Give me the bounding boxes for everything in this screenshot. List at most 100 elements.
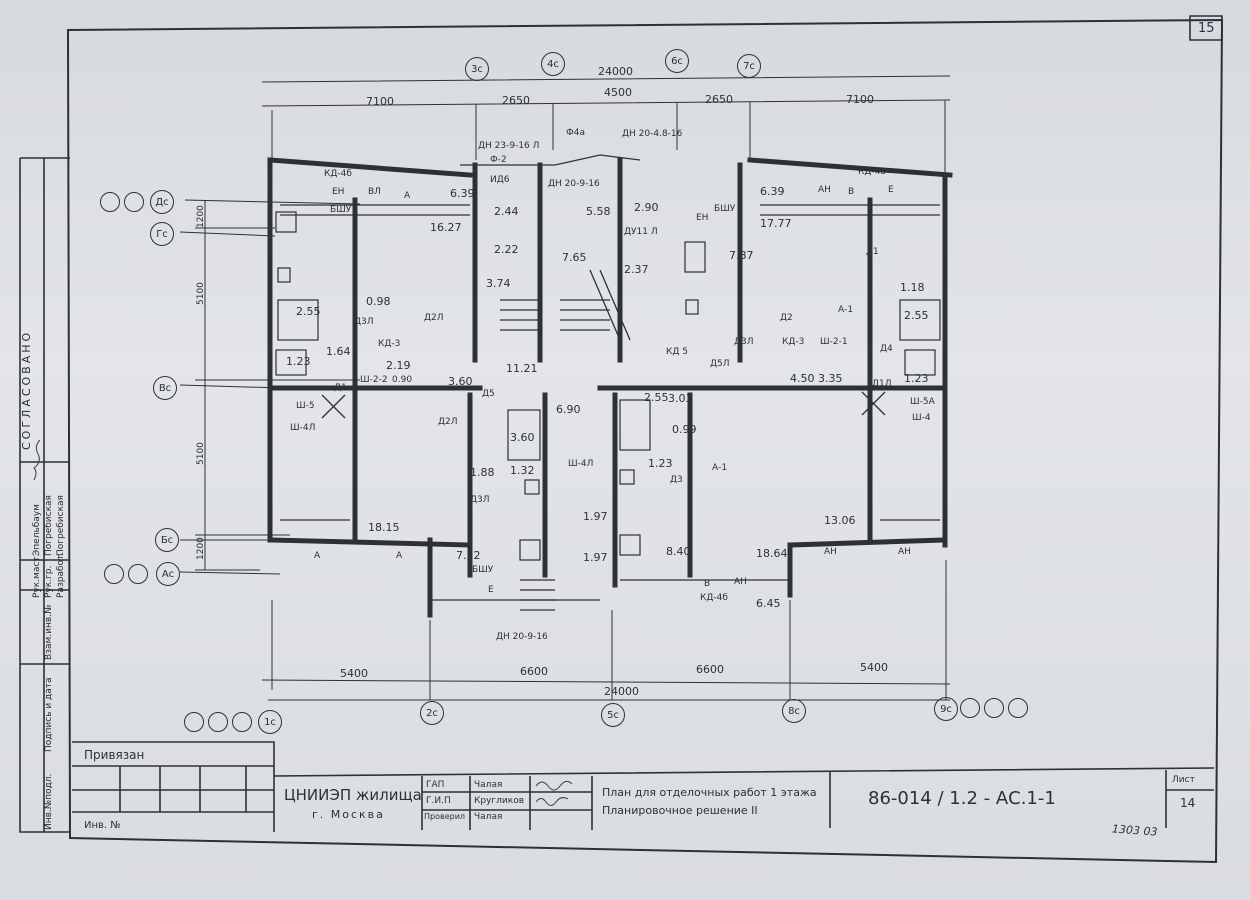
axis-top-4: 7с <box>737 54 761 78</box>
room-area: 3.35 <box>818 372 843 385</box>
plan-code: Д3 <box>670 475 683 485</box>
plan-code: Ш-5А <box>910 397 935 407</box>
plan-code: ЕН <box>332 187 345 197</box>
axis-ring <box>1008 698 1028 718</box>
room-area: 8.40 <box>666 545 691 558</box>
plan-code: ДН 20-9-16 <box>496 632 548 642</box>
dim-top-2: 2650 <box>502 94 530 107</box>
sheet-number: 14 <box>1180 796 1196 810</box>
room-area: 18.15 <box>368 521 400 534</box>
plan-code: 0.90 <box>392 375 413 385</box>
room-area: 1.18 <box>900 281 925 294</box>
room-area: 13.06 <box>824 514 856 527</box>
room-area: 2.90 <box>634 201 659 214</box>
room-area: 1.97 <box>583 551 608 564</box>
plan-code: Д4 <box>880 344 893 354</box>
axis-top-1: 3с <box>465 57 489 81</box>
room-area: 6.39 <box>760 185 785 198</box>
room-area: 6.45 <box>756 597 781 610</box>
axis-bottom-2: 2с <box>420 701 444 725</box>
room-area: 1.23 <box>286 355 311 368</box>
plan-code: КД-4б <box>324 169 352 179</box>
axis-bottom-3: 5с <box>601 703 625 727</box>
plan-code: Д5Л <box>710 359 730 369</box>
drawing-code: 86-014 / 1.2 - АС.1-1 <box>868 788 1056 809</box>
room-area: 1.88 <box>470 466 495 479</box>
plan-code: Ш-4Л <box>568 459 594 469</box>
plan-code: Д3Л <box>354 317 374 327</box>
axis-ring <box>960 698 980 718</box>
axis-bottom-1: 1с <box>258 710 282 734</box>
plan-code: Д1 <box>334 383 347 393</box>
plan-code: КД 5 <box>666 347 689 357</box>
axis-bottom-4: 8с <box>782 699 806 723</box>
axis-ring <box>100 192 120 212</box>
axis-ring <box>232 712 252 732</box>
room-area: 2.55 <box>904 309 929 322</box>
room-area: 1.32 <box>510 464 535 477</box>
room-area: 3.03 <box>668 392 693 405</box>
dim-top-total: 24000 <box>598 65 633 78</box>
person-2: Кругликов <box>474 796 525 806</box>
sheet-corner-number: 15 <box>1198 21 1215 36</box>
room-area: 3.60 <box>448 375 473 388</box>
room-area: 16.27 <box>430 221 462 234</box>
plan-code: Д2Л <box>438 417 458 427</box>
dim-bottom-2: 6600 <box>520 665 548 678</box>
room-area: 1.97 <box>583 510 608 523</box>
dim-bottom-3: 6600 <box>696 663 724 676</box>
room-area: 2.55 <box>644 391 669 404</box>
dim-bottom-4: 5400 <box>860 661 888 674</box>
plan-code: Е <box>888 185 894 195</box>
axis-ring <box>984 698 1004 718</box>
room-area: 3.74 <box>486 277 511 290</box>
plan-code: Д2 <box>780 313 793 323</box>
plan-code: КД-3 <box>782 337 805 347</box>
room-area: 2.55 <box>296 305 321 318</box>
room-area: 7.87 <box>729 249 754 262</box>
plan-code: ДН 20-4.8-16 <box>622 129 683 139</box>
axis-ring <box>124 192 144 212</box>
plan-code: ДН 20-9-16 <box>548 179 600 189</box>
axis-left-2: Гс <box>150 222 174 246</box>
person-3: Чалая <box>474 812 503 822</box>
plan-code: Ф4а <box>566 128 585 138</box>
plan-code: А <box>396 551 403 561</box>
sheet-label: Лист <box>1172 775 1195 785</box>
axis-top-2: 4с <box>541 52 565 76</box>
axis-ring <box>128 564 148 584</box>
plan-code: ДН 23-9-16 Л <box>478 141 540 151</box>
axis-ring <box>104 564 124 584</box>
dim-top-3: 2650 <box>705 93 733 106</box>
plan-code: Ш-4 <box>912 413 931 423</box>
room-area: 4.50 <box>790 372 815 385</box>
dim-top-4: 7100 <box>846 93 874 106</box>
plan-code: Ш-5 <box>296 401 315 411</box>
plan-code: АН <box>734 577 747 587</box>
plan-code: БШУ <box>330 205 352 215</box>
plan-code: Д5 <box>482 389 495 399</box>
plan-code: БШУ <box>714 204 736 214</box>
drawing-title-1: План для отделочных работ 1 этажа <box>602 786 817 799</box>
axis-bottom-5: 9с <box>934 697 958 721</box>
room-area: 7.65 <box>562 251 587 264</box>
plan-code: Ш-2-2 <box>360 375 388 385</box>
axis-left-5: Ас <box>156 562 180 586</box>
drawing-title-2: Планировочное решение II <box>602 804 758 817</box>
axis-top-3: 6с <box>665 49 689 73</box>
plan-code: А <box>404 191 411 201</box>
plan-code: Д3Л <box>470 495 490 505</box>
plan-code: ВЛ <box>368 187 381 197</box>
plan-code: Д2Л <box>424 313 444 323</box>
plan-code: ДУ11 Л <box>624 227 658 237</box>
room-area: 2.22 <box>494 243 519 256</box>
plan-code: Д1Л <box>872 379 892 389</box>
plan-code: КД-4б <box>700 593 728 603</box>
plan-code: ИД6 <box>490 175 510 185</box>
person-1: Чалая <box>474 780 503 790</box>
room-area: 3.60 <box>510 431 535 444</box>
axis-ring <box>208 712 228 732</box>
dim-bottom-1: 5400 <box>340 667 368 680</box>
